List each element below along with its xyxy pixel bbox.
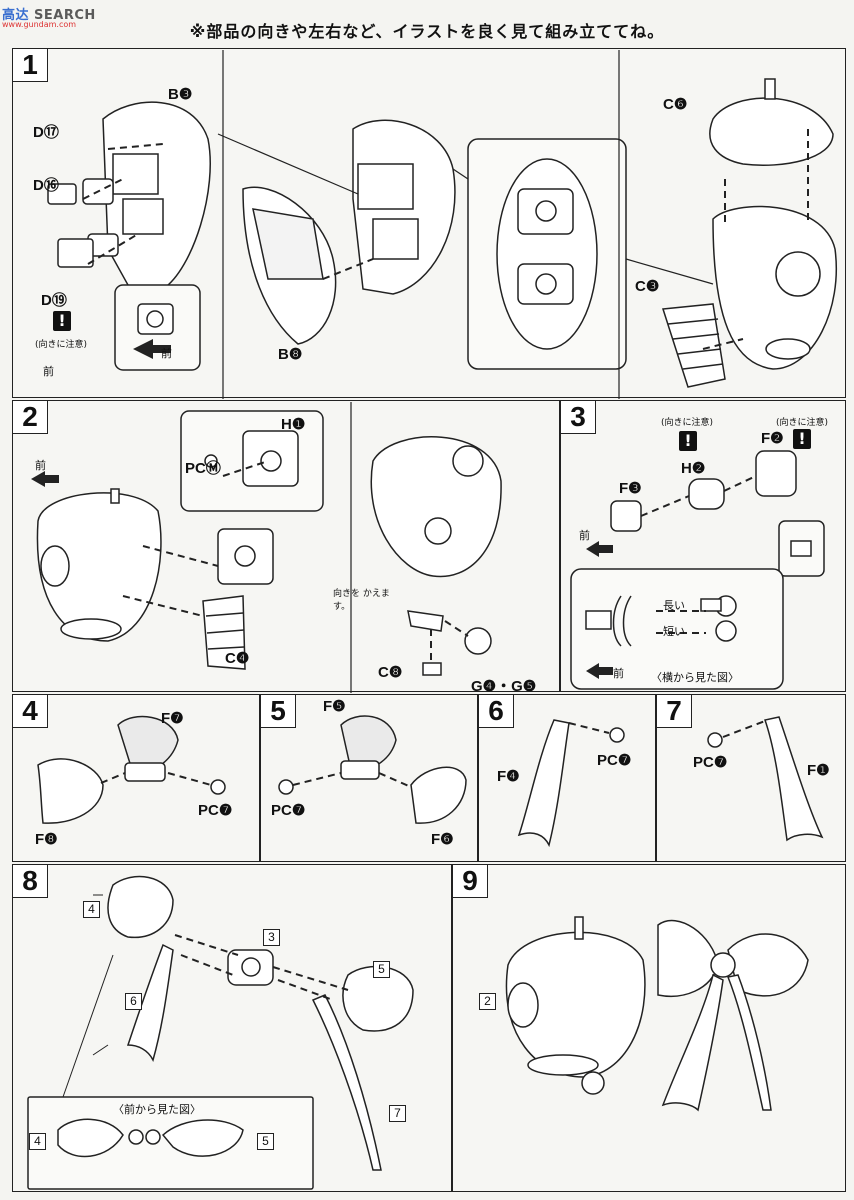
- ref-step-3: 3: [263, 929, 280, 946]
- step-8-panel: 8: [12, 864, 452, 1192]
- part-label-f8: F❽: [35, 831, 58, 848]
- step-2-panel: 2: [12, 400, 560, 695]
- watermark-url: www.gundam.com: [2, 20, 77, 29]
- ref-step-6: 6: [125, 993, 142, 1010]
- step-9-illustration: [505, 916, 809, 1112]
- step-7-panel: 7 PC❼ F❶: [656, 694, 846, 862]
- part-label-f7: F❼: [161, 710, 184, 727]
- part-label-f3: F❸: [619, 480, 642, 497]
- step-8-illustration: [27, 875, 414, 1190]
- part-label-b8: B❽: [278, 346, 303, 363]
- step-5-panel: 5 F❺ PC❼ F❻: [260, 694, 478, 862]
- part-label-g4-g5: G❹・G❺: [471, 678, 537, 695]
- step-5-illustration: [278, 715, 467, 824]
- part-label-d16: D⑯: [33, 177, 59, 194]
- part-label-pc7: PC❼: [271, 802, 306, 819]
- front-view-caption: 〈前から見た図〉: [113, 1103, 201, 1116]
- step-number: 7: [657, 695, 692, 728]
- watermark-search: SEARCH: [34, 8, 96, 23]
- ref-step-5-front: 5: [257, 1133, 274, 1150]
- part-label-pc7: PC❼: [597, 752, 632, 769]
- step-3-panel: 3: [560, 400, 846, 692]
- sub-front-label: 前: [161, 347, 172, 360]
- ref-step-5: 5: [373, 961, 390, 978]
- step-number: 5: [261, 695, 296, 728]
- step-number: 9: [453, 865, 488, 898]
- part-label-h1: H❶: [281, 416, 306, 433]
- side-view-caption: 〈横から見た図〉: [651, 671, 739, 684]
- step-1-panel: 1: [12, 48, 846, 399]
- part-label-c8: C❽: [378, 664, 403, 681]
- step-number: 8: [13, 865, 48, 898]
- caution-note: (向きに注意): [35, 340, 88, 350]
- short-label: 短い: [663, 625, 685, 638]
- step-number: 2: [13, 401, 48, 434]
- part-label-d17: D⑰: [33, 124, 59, 141]
- watermark-brand: 高达: [2, 8, 30, 23]
- part-label-f5: F❺: [323, 698, 346, 715]
- step-4-panel: 4 F❼ PC❼ F❽: [12, 694, 260, 862]
- part-label-c4: C❹: [225, 650, 250, 667]
- turn-note: 向きを かえます。: [333, 589, 390, 612]
- step-number: 6: [479, 695, 514, 728]
- page-instruction-header: ※部品の向きや左右など、イラストを良く見て組み立ててね。: [189, 22, 665, 41]
- front-direction-label: 前: [43, 365, 54, 378]
- step-4-illustration: [37, 715, 226, 824]
- step-number: 4: [13, 695, 48, 728]
- long-label: 長い: [663, 599, 685, 612]
- part-label-pc7: PC❼: [693, 754, 728, 771]
- part-label-f2: F❷: [761, 430, 784, 447]
- step-9-panel: 9 2: [452, 864, 846, 1192]
- step-6-illustration: [517, 719, 625, 848]
- caution-icon: !: [679, 431, 697, 451]
- step-3-illustration: [570, 450, 825, 690]
- step-6-panel: 6 F❹ PC❼: [478, 694, 656, 862]
- part-label-c6: C❻: [663, 96, 688, 113]
- ref-step-4: 4: [83, 901, 100, 918]
- caution-note: (向きに注意): [661, 418, 714, 428]
- part-label-c3: C❸: [635, 278, 660, 295]
- step-7-illustration: [707, 716, 824, 842]
- front-direction-label: 前: [579, 529, 590, 542]
- part-label-f1: F❶: [807, 762, 830, 779]
- step-1-illustration: [47, 50, 837, 399]
- part-label-b3: B❸: [168, 86, 193, 103]
- ref-step-7: 7: [389, 1105, 406, 1122]
- ref-step-2: 2: [479, 993, 496, 1010]
- caution-icon: !: [793, 429, 811, 449]
- front-direction-label-2: 前: [613, 667, 624, 680]
- part-label-h2: H❷: [681, 460, 706, 477]
- part-label-pc7: PC❼: [198, 802, 233, 819]
- step-2-illustration: [31, 402, 502, 693]
- part-label-f6: F❻: [431, 831, 454, 848]
- caution-icon: !: [53, 311, 71, 331]
- part-label-pcm: PCⓂ: [185, 460, 221, 477]
- step-number: 3: [561, 401, 596, 434]
- step-number: 1: [13, 49, 48, 82]
- part-label-f4: F❹: [497, 768, 520, 785]
- ref-step-4-front: 4: [29, 1133, 46, 1150]
- part-label-d19: D⑲: [41, 292, 67, 309]
- caution-note: (向きに注意): [776, 418, 829, 428]
- front-direction-label: 前: [35, 459, 46, 472]
- site-watermark: 高达 SEARCH: [2, 4, 96, 23]
